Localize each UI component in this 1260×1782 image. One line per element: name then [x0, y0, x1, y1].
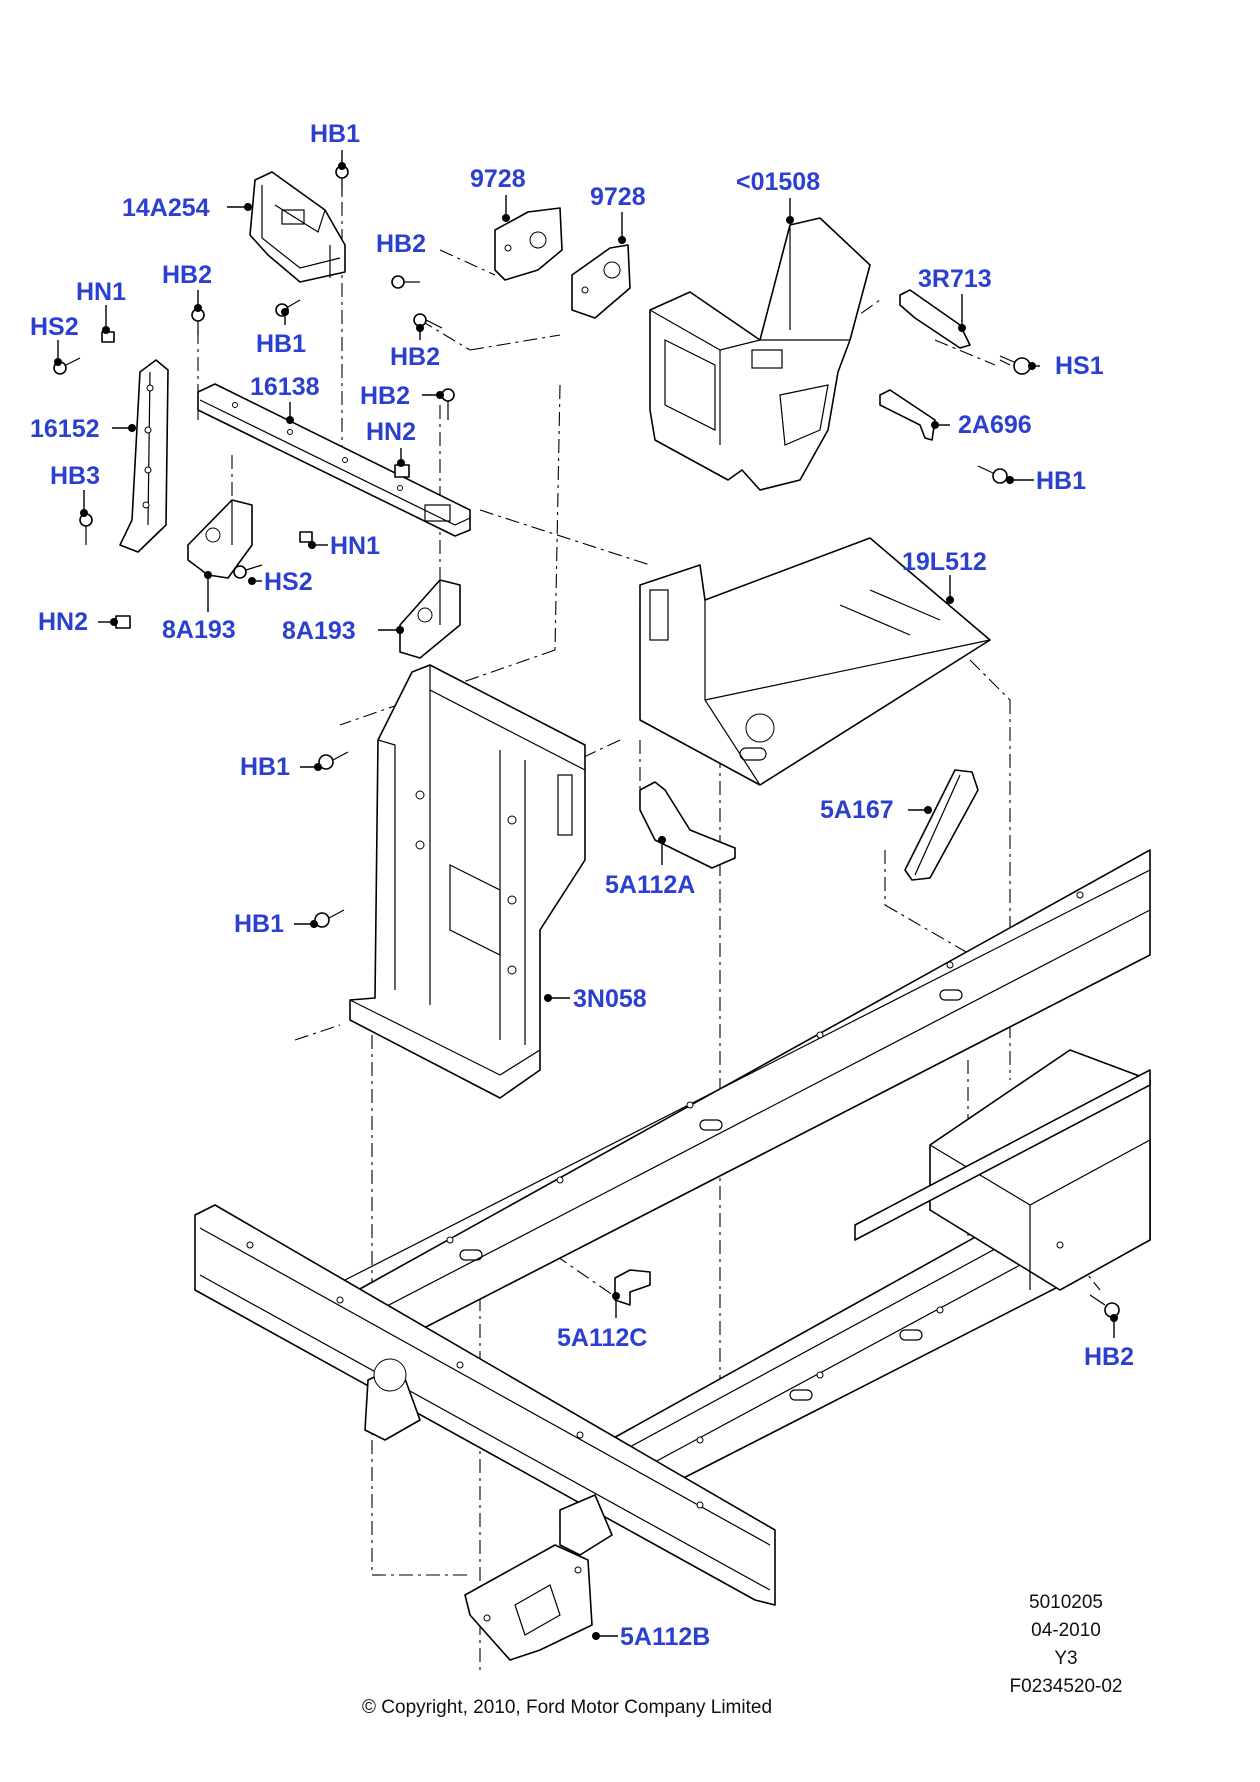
callout-hn2-left: HN2	[38, 608, 88, 636]
drawing-series: Y3	[1054, 1648, 1077, 1669]
callout-hn2-mid: HN2	[366, 418, 416, 446]
callout-hb1-right: HB1	[1036, 467, 1086, 495]
part-16138-crossmember	[197, 383, 471, 537]
bolt-hb2-upright-icon	[441, 388, 455, 420]
callout-5A112C: 5A112C	[557, 1324, 647, 1352]
callout-8A193-left: 8A193	[162, 616, 236, 644]
part-8A193-bracket-right	[399, 579, 461, 659]
callout-hb2-upright: HB2	[360, 382, 410, 410]
callout-2A696: 2A696	[958, 411, 1032, 439]
callout-hb1-3n058-upper: HB1	[240, 753, 290, 781]
callout-16138: 16138	[250, 373, 320, 401]
callout-5A112B: 5A112B	[620, 1623, 710, 1651]
part-3N058-frame	[349, 664, 586, 1099]
callout-hb2-lower: HB2	[390, 343, 440, 371]
callout-9728-right: 9728	[590, 183, 646, 211]
part-5A112C-bracket	[614, 1269, 651, 1306]
callout-3N058: 3N058	[573, 985, 647, 1013]
part-19L512-tray	[639, 537, 991, 786]
nut-hn1-mid-icon	[299, 531, 313, 543]
part-2A696-bracket	[879, 389, 936, 441]
bolt-hb2-mid-icon	[391, 275, 420, 289]
callout-hb2-chassis: HB2	[1084, 1343, 1134, 1371]
bolt-hb1-right-icon	[977, 465, 1008, 484]
callout-5A112A: 5A112A	[605, 871, 695, 899]
bolt-hb2-left-icon	[191, 308, 205, 335]
vehicle-chassis-frame	[194, 849, 1151, 1606]
callout-01508: <01508	[736, 168, 820, 196]
part-01508-box	[649, 217, 871, 491]
callout-8A193-right: 8A193	[282, 617, 356, 645]
callout-hb1-14a254: HB1	[256, 330, 306, 358]
copyright-notice: © Copyright, 2010, Ford Motor Company Li…	[362, 1697, 772, 1718]
callout-19L512: 19L512	[902, 548, 987, 576]
bolt-hb1-3n058-lower-icon	[314, 909, 345, 928]
part-14A254-bracket	[249, 171, 346, 283]
part-9728-plate-left	[494, 207, 563, 281]
screw-hs1-icon	[999, 355, 1031, 375]
part-9728-plate-right	[571, 244, 631, 319]
drawing-info-block: 5010205 04-2010 Y3 F0234520-02	[1009, 1592, 1122, 1697]
callout-hn1-mid: HN1	[330, 532, 380, 560]
callout-hb1-top: HB1	[310, 120, 360, 148]
callout-hb2-mid: HB2	[376, 230, 426, 258]
part-5A112A-bracket	[639, 781, 736, 869]
part-16152-upright	[119, 359, 169, 553]
nut-hn2-left-icon	[115, 615, 131, 629]
part-3R713-bracket	[899, 289, 971, 349]
bolt-hb3-icon	[79, 513, 93, 545]
callout-hs2-left: HS2	[30, 313, 79, 341]
callout-3R713: 3R713	[918, 265, 992, 293]
bolt-hb1-top-icon	[335, 165, 349, 195]
callout-labels: 14A254 HB1 HB1 HB2 HN1 HS2 16152 HB3 HN2…	[30, 120, 1134, 1651]
leader-lines	[54, 150, 1118, 1640]
callout-hb3: HB3	[50, 462, 100, 490]
callout-16152: 16152	[30, 415, 100, 443]
callout-hs2-mid: HS2	[264, 568, 313, 596]
screw-hs2-mid-icon	[233, 564, 263, 579]
callout-hs1: HS1	[1055, 352, 1104, 380]
callout-9728-left: 9728	[470, 165, 526, 193]
figure-id: F0234520-02	[1009, 1676, 1122, 1697]
drawing-date: 04-2010	[1031, 1620, 1101, 1641]
part-5A167-strut	[904, 769, 979, 881]
callout-hb2-left: HB2	[162, 261, 212, 289]
bolt-hb1-3n058-upper-icon	[318, 751, 349, 770]
nut-hn1-left-icon	[101, 331, 115, 343]
callout-14A254: 14A254	[122, 194, 210, 222]
callout-hn1-left: HN1	[76, 278, 126, 306]
callout-5A167: 5A167	[820, 796, 894, 824]
callout-hb1-3n058-lower: HB1	[234, 910, 284, 938]
part-5A112B-bracket	[464, 1544, 593, 1661]
bolt-hb2-chassis-icon	[1089, 1294, 1120, 1318]
part-8A193-bracket-left	[187, 499, 253, 579]
drawing-number: 5010205	[1029, 1592, 1103, 1613]
